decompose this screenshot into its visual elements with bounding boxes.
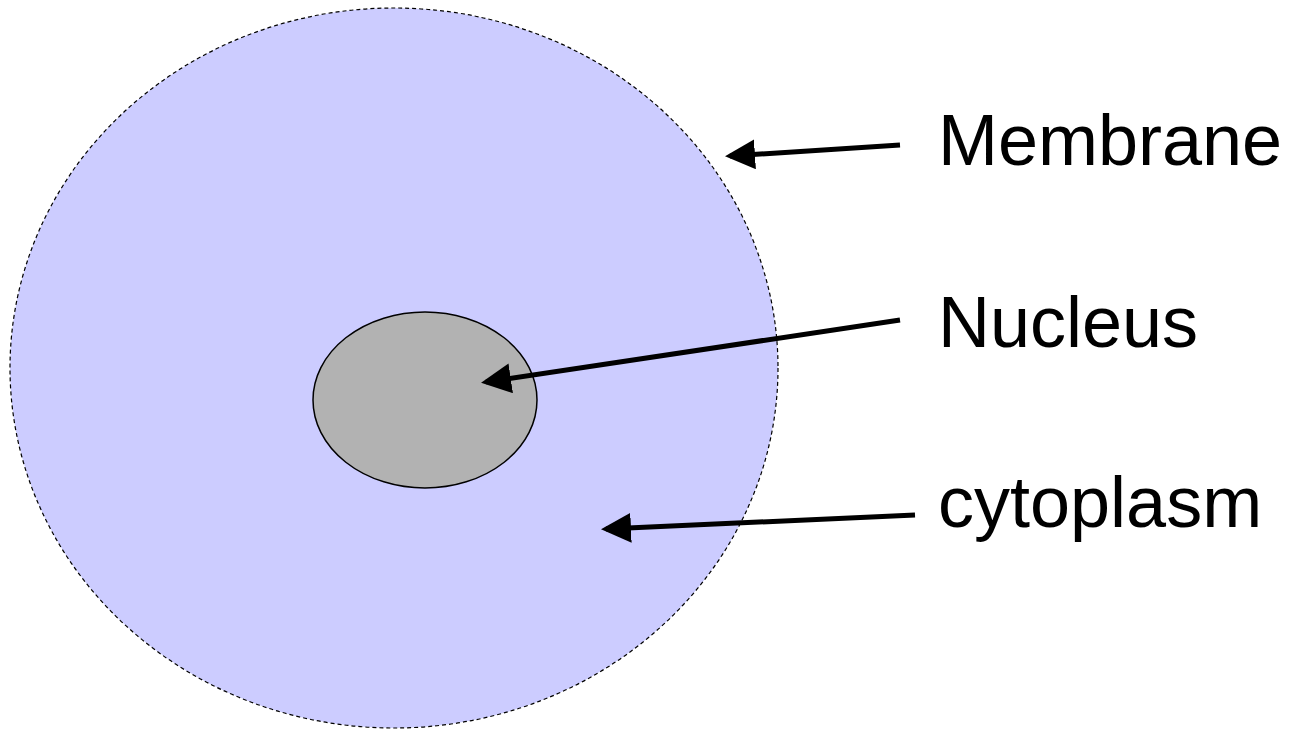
nucleus-shape [313,312,537,488]
part-label: Membrane [938,104,1282,176]
part-label: cytoplasm [938,466,1262,538]
leader-arrow [486,320,900,382]
leader-arrow [606,515,915,529]
cell-membrane [10,8,778,728]
leader-arrow [730,145,900,156]
part-label: Nucleus [938,286,1198,358]
